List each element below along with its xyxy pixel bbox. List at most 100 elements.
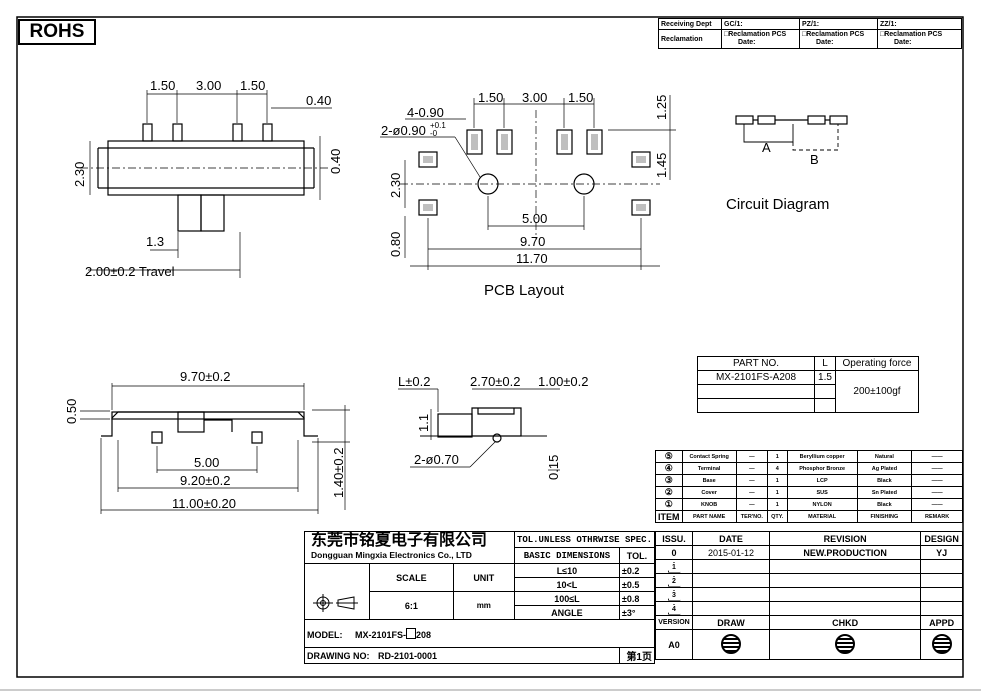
company-cn: 东莞市铭夏电子有限公司	[311, 531, 488, 549]
dim-end-l: L±0.2	[398, 374, 430, 389]
dim-pcb-300: 3.00	[522, 90, 547, 105]
bom-name: Contact Spring	[681, 450, 737, 463]
side-view	[80, 90, 332, 278]
version-value: A0	[655, 629, 693, 660]
draw-stamp	[692, 629, 770, 660]
circuit-diagram	[735, 115, 848, 151]
dim-pcb-500: 5.00	[522, 211, 547, 226]
dim-pcb-230: 2.30	[388, 173, 403, 198]
rohs-badge: ROHS	[18, 19, 96, 45]
bom-ter: —	[735, 498, 768, 511]
bom-item: ③	[655, 474, 683, 487]
l-header: L	[814, 356, 836, 371]
bom-name: KNOB	[681, 498, 737, 511]
dim-travel: 2.00±0.2 Travel	[85, 264, 175, 279]
title-block-left: 东莞市铭夏电子有限公司 Dongguan Mingxia Electronics…	[304, 531, 656, 664]
revision-header: REVISION	[768, 531, 922, 546]
dim-side-040: 0.40	[306, 93, 331, 108]
model-b: 208	[416, 629, 432, 640]
dim-side-040r: 0.40	[328, 149, 343, 174]
bom-qty: 4	[766, 462, 788, 475]
dim-pcb-hole: 2-ø0.90	[381, 123, 426, 138]
dim-pcb-4090: 4-0.90	[407, 105, 444, 120]
bom-qty: 1	[766, 498, 788, 511]
designer: YJ	[920, 545, 963, 560]
tol-r2v: ±0.5	[618, 577, 656, 592]
dim-pcb-145: 1.45	[654, 153, 669, 178]
bom-finish: FINISHING	[856, 510, 913, 523]
dim-front-050: 0.50	[64, 399, 79, 424]
company-en: Dongguan Mingxia Electronics Co., LTD	[311, 549, 472, 560]
tri-2: 2	[655, 573, 693, 588]
stamp-icon	[835, 633, 856, 654]
bom-finish: Natural	[856, 450, 913, 463]
issue-no: 0	[655, 545, 693, 560]
bom-ter: —	[735, 474, 768, 487]
revision-block: ISSU. DATE REVISION DESIGN 0 2015-01-12 …	[655, 531, 963, 660]
unit-value: mm	[452, 591, 515, 620]
draw-header: DRAW	[692, 615, 770, 630]
dim-side-150b: 1.50	[240, 78, 265, 93]
model-a: MX-2101FS-	[355, 629, 407, 640]
dim-front-500: 5.00	[194, 455, 219, 470]
issue-date: 2015-01-12	[692, 545, 770, 560]
symbol-cell	[304, 563, 370, 620]
dim-end-11: 1.1	[416, 414, 431, 432]
bom-qty: 1	[766, 486, 788, 499]
dim-pcb-tol-plus: +0.1	[430, 121, 446, 130]
dim-end-hole: 2-ø0.70	[414, 452, 459, 467]
circuit-a: A	[762, 140, 771, 155]
circuit-b: B	[810, 152, 819, 167]
part-table: PART NO. L Operating force MX-2101FS-A20…	[697, 356, 919, 413]
bom-item: ⑤	[655, 450, 683, 463]
bom-name: PART NAME	[681, 510, 737, 523]
bom-remark: ——	[911, 498, 963, 511]
chkd-header: CHKD	[768, 615, 922, 630]
bom-item: ④	[655, 462, 683, 475]
bom-material: LCP	[786, 474, 858, 487]
dim-front-1100: 11.00±0.20	[172, 496, 236, 511]
dim-front-970: 9.70±0.2	[180, 369, 231, 384]
bom-ter: TER'NO.	[735, 510, 768, 523]
drawing-number: RD-2101-0001	[378, 650, 438, 661]
bom-finish: Black	[856, 474, 913, 487]
front-view	[80, 383, 350, 514]
bom-remark: ——	[911, 486, 963, 499]
design-header: DESIGN	[920, 531, 963, 546]
bom-material: MATERIAL	[786, 510, 858, 523]
receiving-table: Receiving Dept GC/1: PZ/1: ZZ/1: Reclama…	[658, 18, 962, 49]
bom-finish: Black	[856, 498, 913, 511]
dim-pcb-1170: 11.70	[516, 251, 548, 266]
dim-end-270: 2.70±0.2	[470, 374, 521, 389]
drawing-label: DRAWING NO:	[307, 650, 370, 661]
model-box	[406, 627, 417, 639]
pcb-layout-label: PCB Layout	[484, 282, 565, 299]
bom-item: ②	[655, 486, 683, 499]
bom-ter: —	[735, 450, 768, 463]
rohs-text: ROHS	[29, 21, 85, 42]
basic-dim: BASIC DIMENSIONS	[513, 547, 620, 564]
bom-qty: QTY.	[766, 510, 788, 523]
chkd-stamp	[768, 629, 922, 660]
tol-r3v: ±0.8	[618, 591, 656, 606]
bom-remark: ——	[911, 474, 963, 487]
company-name: 东莞市铭夏电子有限公司 Dongguan Mingxia Electronics…	[304, 531, 515, 564]
unit-label: UNIT	[452, 563, 515, 592]
bom-finish: Ag Plated	[856, 462, 913, 475]
version-label: VERSION	[655, 615, 693, 630]
dim-pcb-150a: 1.50	[478, 90, 503, 105]
tol-title: TOL.UNLESS OTHRWISE SPEC.	[513, 531, 656, 548]
force-header: Operating force	[835, 356, 919, 371]
appd-stamp	[920, 629, 963, 660]
tol-r2: 10<L	[513, 577, 620, 592]
dim-front-920: 9.20±0.2	[180, 473, 231, 488]
tri-1: 1	[655, 559, 693, 574]
l-value: 1.5	[814, 370, 836, 385]
scale-label: SCALE	[369, 563, 454, 592]
dim-pcb-125: 1.25	[654, 95, 669, 120]
drawing-border	[16, 16, 964, 678]
